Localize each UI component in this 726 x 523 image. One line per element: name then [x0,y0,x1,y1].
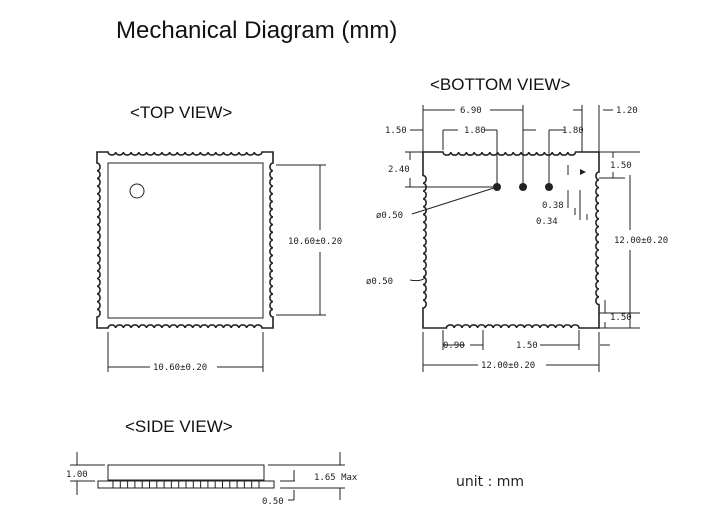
side-view-pins [112,481,260,488]
side-view-drawing: 1.00 1.65 Max 0.50 [66,452,358,507]
side-view-heading: <SIDE VIEW> [125,417,233,436]
top-view-width-dim: 10.60±0.20 [153,363,207,373]
dim-6-90: 6.90 [460,106,482,116]
top-view-height-dim: 10.60±0.20 [288,237,342,247]
dimension-lines [409,109,631,366]
diagram-title: Mechanical Diagram (mm) [116,17,397,44]
side-dimension-lines [70,452,345,501]
dim-1-50-bottom: 1.50 [516,341,538,351]
dim-1-50-left: 1.50 [385,126,407,136]
dim-0-34: 0.34 [536,217,558,227]
dim-1-80-b: 1.80 [562,126,584,136]
pin1-marker [129,183,145,199]
dim-width-12-00: 12.00±0.20 [481,361,535,371]
dim-1-50-right-top: 1.50 [610,161,632,171]
dim-0-38: 0.38 [542,201,564,211]
bottom-view-outline [422,151,600,329]
dim-height-12-00: 12.00±0.20 [614,236,668,246]
top-view-outline [96,151,274,329]
dim-1-00: 1.00 [66,470,88,480]
top-view-drawing: 10.60±0.20 10.60±0.20 [96,151,342,373]
side-view-body [107,464,265,481]
dim-0-90: 0.90 [443,341,465,351]
extension-lines [405,105,640,372]
dim-diameter-0-50-castellation: ø0.50 [366,277,393,287]
bottom-view-drawing: 6.90 1.20 1.50 1.80 1.80 2.40 1.50 0.38 … [366,105,668,372]
top-view-heading: <TOP VIEW> [130,103,232,122]
dim-2-40: 2.40 [388,165,410,175]
top-view-inner-body [107,162,264,319]
dim-0-50: 0.50 [262,497,284,507]
dim-diameter-0-50-pad: ø0.50 [376,211,403,221]
pin1-arrow-icon [580,169,586,175]
dim-1-65-max: 1.65 Max [314,473,358,483]
unit-label: unit : mm [456,474,524,490]
dim-1-20: 1.20 [616,106,638,116]
bottom-view-heading: <BOTTOM VIEW> [430,75,571,94]
dim-1-50-right-bottom: 1.50 [610,313,632,323]
dim-1-80-a: 1.80 [464,126,486,136]
